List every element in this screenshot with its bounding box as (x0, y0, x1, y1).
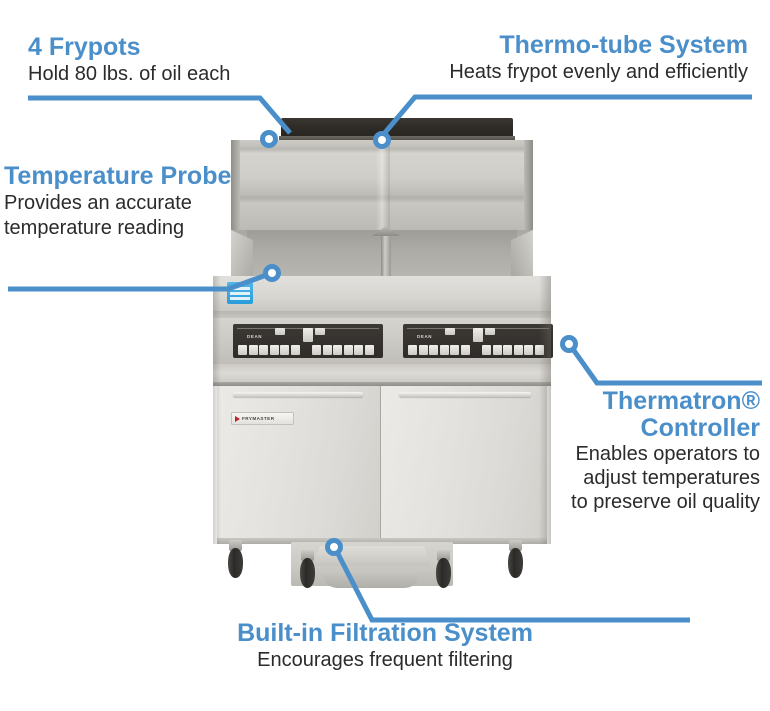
fryer-product-image: DEAN (203, 118, 569, 603)
display-window (275, 328, 285, 335)
frypot-divider (381, 230, 391, 282)
keypad-key[interactable] (524, 345, 533, 355)
front-rail-shadow (213, 311, 551, 321)
frymaster-wordmark: FRYMASTER (242, 416, 275, 421)
cabinet-door-left[interactable]: FRYMASTER (217, 386, 381, 538)
keypad-key[interactable] (439, 345, 449, 355)
callout-title: Temperature Probe (4, 162, 232, 190)
keypad-key[interactable] (513, 345, 523, 355)
callout-description-line-2: adjust temperatures (583, 467, 760, 490)
door-handle[interactable] (399, 392, 531, 397)
center-toggle-key[interactable] (473, 328, 483, 342)
controller-brand-label: DEAN (247, 334, 263, 339)
keypad-key[interactable] (429, 345, 438, 355)
keypad-key[interactable] (333, 345, 342, 355)
controller-half-right[interactable] (479, 324, 551, 358)
keypad-key[interactable] (238, 345, 247, 355)
thermatron-controller-right[interactable]: DEAN (403, 324, 553, 358)
keypad-key[interactable] (248, 345, 258, 355)
callout-description-line-1: Enables operators to (575, 443, 760, 465)
controller-brand-label: DEAN (417, 334, 433, 339)
keypad-row[interactable] (482, 345, 544, 355)
callout-description-line-1: Provides an accurate (4, 192, 192, 214)
keypad-row[interactable] (238, 345, 300, 355)
keypad-key[interactable] (259, 345, 268, 355)
backsplash-edge-left (231, 140, 240, 236)
controller-half-left[interactable]: DEAN (405, 324, 477, 358)
callout-title: Built-in Filtration System (237, 619, 533, 647)
callout-thermo-tube: Thermo-tube System Heats frypot evenly a… (449, 32, 748, 84)
controller-half-right[interactable] (309, 324, 381, 358)
frypot-divider-cap (372, 226, 400, 236)
keypad-key[interactable] (503, 345, 512, 355)
callout-built-in-filtration: Built-in Filtration System Encourages fr… (237, 620, 533, 672)
callout-temperature-probe: Temperature Probe Provides an accurate t… (4, 163, 231, 240)
keypad-key[interactable] (408, 345, 417, 355)
callout-description-line-3: to preserve oil quality (571, 491, 760, 514)
keypad-key[interactable] (322, 345, 332, 355)
cabinet-base-shadow (217, 538, 547, 544)
callout-description: Hold 80 lbs. of oil each (28, 63, 231, 85)
keypad-key[interactable] (450, 345, 459, 355)
callout-description: Encourages frequent filtering (257, 649, 513, 671)
callout-description: Heats frypot evenly and efficiently (449, 61, 748, 83)
frymaster-logo: FRYMASTER (231, 412, 294, 425)
keypad-key[interactable] (418, 345, 428, 355)
frymaster-mark-icon (235, 415, 240, 422)
display-window (315, 328, 325, 335)
keypad-key[interactable] (492, 345, 502, 355)
filtration-pan-lip (323, 570, 419, 588)
control-panel-band: DEAN (213, 318, 553, 364)
frypot-lip-right (511, 230, 533, 286)
keypad-key[interactable] (343, 345, 353, 355)
keypad-key[interactable] (269, 345, 279, 355)
lower-trim-band (213, 364, 551, 386)
keypad-key[interactable] (534, 345, 544, 355)
keypad-row[interactable] (312, 345, 374, 355)
front-top-rail (213, 276, 551, 314)
callout-title: Thermo-tube System (499, 31, 748, 59)
display-window (445, 328, 455, 335)
caster-wheel (507, 540, 524, 580)
door-handle[interactable] (233, 392, 363, 397)
energy-star-icon (227, 282, 253, 304)
keypad-row[interactable] (408, 345, 470, 355)
keypad-key[interactable] (364, 345, 374, 355)
callout-frypots: 4 Frypots Hold 80 lbs. of oil each (28, 34, 230, 86)
keypad-key[interactable] (460, 345, 470, 355)
leader-line-thermatron (567, 343, 762, 386)
cabinet-door-right[interactable] (381, 386, 547, 538)
callout-title-line-1: Thermatron® (602, 387, 760, 415)
callout-thermatron-controller: Thermatron® Controller Enables operators… (530, 388, 760, 515)
backsplash-panel (231, 140, 533, 236)
cabinet: FRYMASTER (217, 386, 547, 538)
caster-wheel (435, 550, 452, 590)
callout-description-line-2: temperature reading (4, 217, 185, 240)
keypad-key[interactable] (280, 345, 289, 355)
filtration-pan-tray (313, 546, 431, 566)
callout-title-line-2: Controller (640, 414, 760, 442)
callout-title: 4 Frypots (28, 33, 141, 61)
caster-wheel (299, 550, 316, 590)
keypad-key[interactable] (290, 345, 300, 355)
keypad-key[interactable] (312, 345, 321, 355)
backsplash-edge-right (524, 140, 533, 236)
display-window (485, 328, 495, 335)
keypad-key[interactable] (354, 345, 363, 355)
caster-wheel (227, 540, 244, 580)
center-toggle-key[interactable] (303, 328, 313, 342)
thermatron-controller-left[interactable]: DEAN (233, 324, 383, 358)
flue-cap (279, 136, 515, 142)
controller-half-left[interactable]: DEAN (235, 324, 307, 358)
keypad-key[interactable] (482, 345, 491, 355)
